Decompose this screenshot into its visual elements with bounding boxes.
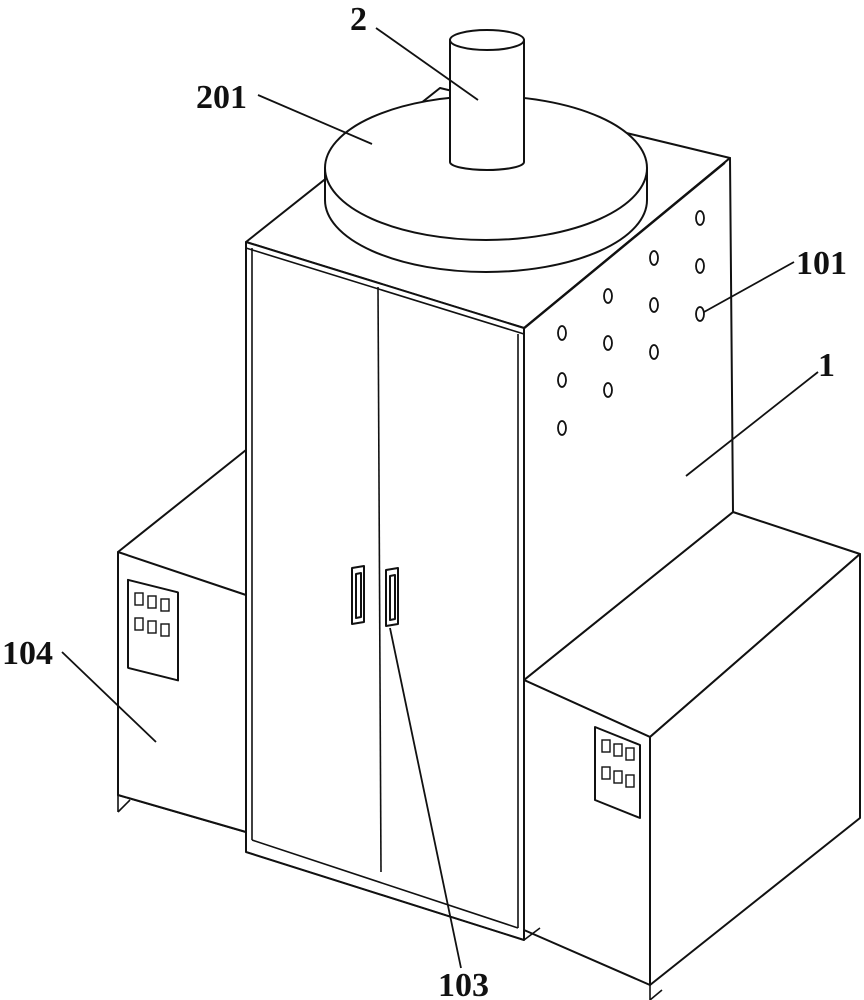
right-side-box [523,511,861,1000]
leader-lines [61,27,819,969]
label-chimney-base: 201 [196,79,247,116]
label-cabinet: 1 [818,347,835,384]
door-split-line [377,286,382,873]
left-side-box [117,449,247,833]
chimney-pipe [449,29,525,171]
vent-holes [557,210,705,436]
label-door-handles: 103 [438,967,489,1000]
label-side-box: 104 [2,635,53,672]
left-panel-buttons [134,592,170,637]
door-handles [351,565,399,627]
label-vent-holes: 101 [796,245,847,282]
label-chimney: 2 [350,1,367,38]
right-panel-buttons [601,739,635,788]
reference-labels: 2 201 101 1 104 103 [2,1,847,1000]
